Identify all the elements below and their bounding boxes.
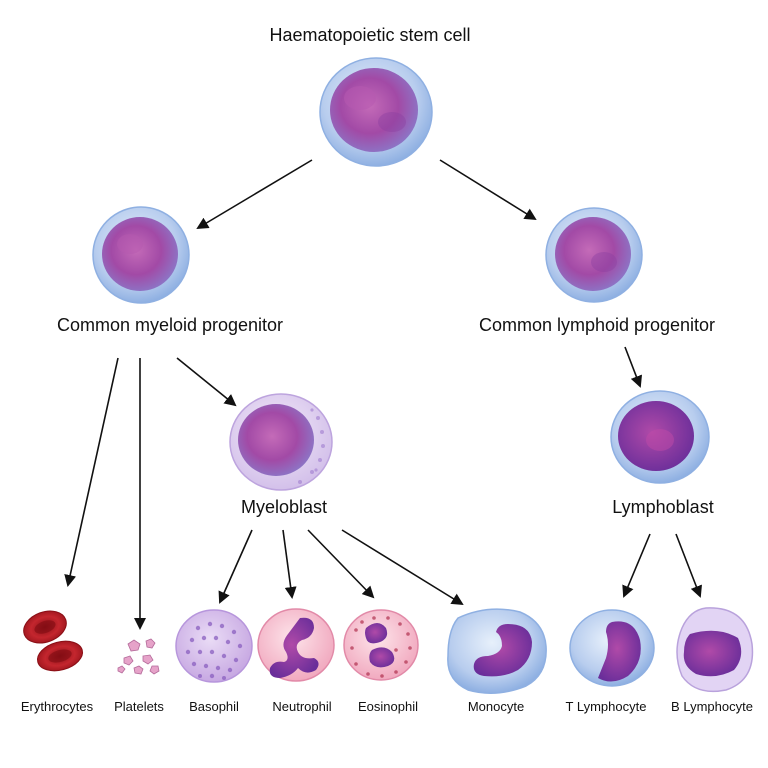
neutrophil-cell — [257, 608, 335, 682]
lymphoblast-cell — [610, 390, 710, 484]
label-myeloblast: Myeloblast — [240, 497, 328, 517]
myeloid-progenitor-cell — [92, 206, 190, 304]
arrow-lymphoid-to-lymphoblast — [624, 346, 643, 388]
label-t-lymphocyte: T Lymphocyte — [565, 699, 647, 714]
label-platelets: Platelets — [114, 699, 164, 714]
label-basophil: Basophil — [189, 699, 239, 714]
monocyte-cell — [447, 608, 547, 694]
arrows — [64, 159, 702, 630]
label-monocyte: Monocyte — [467, 699, 525, 714]
label-neutrophil: Neutrophil — [272, 699, 332, 714]
arrow-myeloblast-to-neutrophil — [282, 529, 297, 599]
t-lymphocyte-cell — [569, 609, 655, 687]
lymphoid-progenitor-cell — [545, 207, 643, 303]
arrow-stem-to-lymphoid — [439, 159, 537, 221]
label-b-lymphocyte: B Lymphocyte — [671, 699, 753, 714]
label-eosinophil: Eosinophil — [358, 699, 418, 714]
label-common-myeloid-progenitor: Common myeloid progenitor — [56, 315, 284, 335]
erythrocytes-cells — [23, 610, 84, 672]
myeloblast-cell — [229, 393, 333, 491]
eosinophil-cell — [343, 609, 419, 681]
label-common-lymphoid-progenitor: Common lymphoid progenitor — [478, 315, 716, 335]
stem-cell — [319, 57, 433, 167]
arrow-stem-to-myeloid — [196, 159, 313, 230]
arrow-myeloid-to-erythrocytes — [64, 357, 119, 587]
arrow-lymphoblast-to-t-lymphocyte — [622, 533, 651, 598]
platelets-cells — [117, 638, 160, 675]
arrow-myeloblast-to-monocyte — [341, 529, 464, 606]
arrow-myeloblast-to-eosinophil — [307, 529, 375, 599]
b-lymphocyte-cell — [676, 607, 754, 693]
label-haematopoietic-stem-cell: Haematopoietic stem cell — [269, 25, 471, 45]
label-erythrocytes: Erythrocytes — [20, 699, 94, 714]
label-lymphoblast: Lymphoblast — [612, 497, 714, 517]
arrow-myeloblast-to-basophil — [218, 529, 253, 604]
arrow-myeloid-to-myeloblast — [176, 357, 237, 407]
basophil-cell — [175, 609, 253, 683]
arrow-lymphoblast-to-b-lymphocyte — [675, 533, 702, 598]
